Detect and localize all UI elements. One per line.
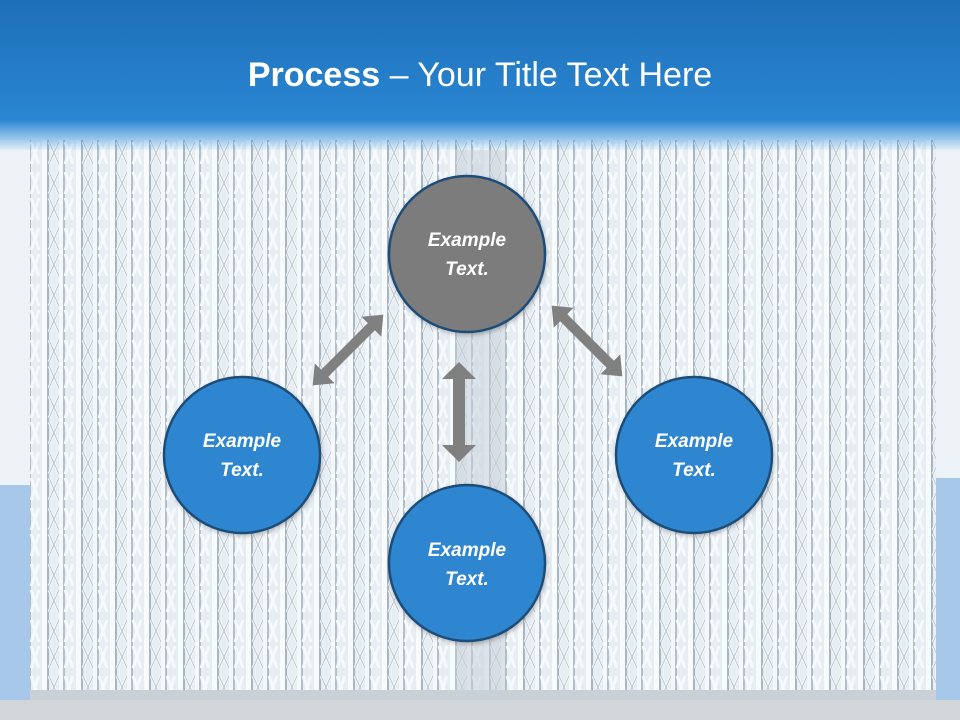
title-separator: – [380, 56, 418, 94]
node-label-line2: Text. [220, 460, 264, 481]
slide-title[interactable]: Process – Your Title Text Here [0, 54, 960, 96]
process-node-right[interactable]: Example Text. [614, 375, 774, 535]
double-arrow-vertical [442, 362, 476, 462]
double-arrow-upper-right [551, 305, 623, 377]
node-label-line1: Example [428, 230, 507, 251]
node-label-line2: Text. [672, 460, 716, 481]
process-node-center[interactable]: Example Text. [387, 174, 547, 334]
node-label-line1: Example [428, 540, 507, 561]
title-bold-part: Process [247, 56, 381, 94]
title-bar [0, 0, 960, 150]
title-rest: Your Title Text Here [417, 56, 713, 94]
node-label-line2: Text. [445, 569, 489, 590]
node-label-line1: Example [655, 431, 734, 452]
process-node-bottom[interactable]: Example Text. [387, 483, 547, 643]
node-label-line2: Text. [445, 259, 489, 280]
process-node-left[interactable]: Example Text. [162, 375, 322, 535]
double-arrow-upper-left [312, 314, 384, 386]
node-label-line1: Example [203, 431, 282, 452]
